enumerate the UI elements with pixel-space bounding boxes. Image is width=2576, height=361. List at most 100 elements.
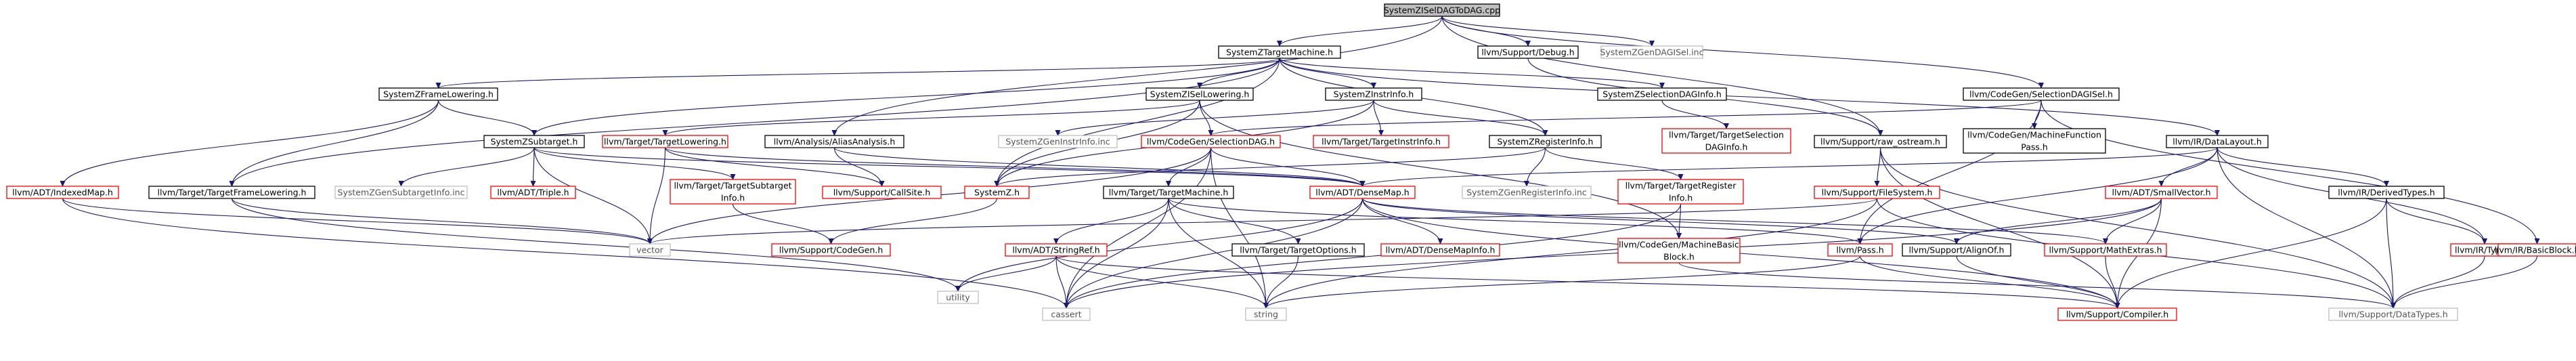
edge-derivedtypes-to-type (2386, 198, 2487, 245)
node-cgmfpass-label: llvm/CodeGen/MachineFunction (1967, 130, 2101, 140)
edge-ttm-to-stringref (1053, 198, 1169, 245)
node-isellowering-box (1145, 87, 1254, 101)
node-alignof[interactable]: llvm/Support/AlignOf.h (1902, 243, 2011, 257)
edge-stringref-to-string (1055, 255, 1269, 309)
edge-type-to-datatypes (2391, 255, 2485, 309)
node-basicblock[interactable]: llvm/IR/BasicBlock.h (2494, 243, 2576, 257)
node-aa[interactable]: llvm/Analysis/AliasAnalysis.h (764, 135, 904, 148)
node-framelowering[interactable]: SystemZFrameLowering.h (378, 87, 498, 101)
node-cgseldagisel[interactable]: llvm/CodeGen/SelectionDAGISel.h (1963, 87, 2120, 101)
node-mathextras-label: llvm/Support/MathExtras.h (2049, 245, 2162, 255)
node-reginfo[interactable]: SystemZRegisterInfo.h (1489, 135, 1602, 148)
node-cgseldag[interactable]: llvm/CodeGen/SelectionDAG.h (1141, 135, 1281, 148)
edge-reginfo-to-tregisterinfo (1544, 147, 1684, 180)
node-seldaginfo[interactable]: SystemZSelectionDAGInfo.h (1597, 87, 1727, 101)
edge-derivedtypes-to-compiler (2114, 198, 2387, 309)
node-string-box (1245, 307, 1287, 321)
node-tseldaginfo-label: DAGInfo.h (1705, 142, 1748, 152)
node-callsite[interactable]: llvm/Support/CallSite.h (822, 186, 942, 199)
node-filesystem[interactable]: llvm/Support/FileSystem.h (1814, 186, 1940, 199)
edge-alignof-to-compiler (1956, 255, 2120, 309)
edge-subtarget-to-vector (533, 147, 653, 245)
node-genreginfo: SystemZGenRegisterInfo.inc (1462, 186, 1592, 199)
edge-stringref-to-compiler (1055, 255, 2120, 309)
node-targetoptions[interactable]: llvm/Target/TargetOptions.h (1231, 243, 1365, 257)
edge-root-to-rawostream (1441, 16, 1883, 136)
node-subtarget-label: SystemZSubtarget.h (491, 137, 578, 147)
node-tlowering[interactable]: llvm/Target/TargetLowering.h (602, 135, 728, 148)
node-tframelowering-box (148, 186, 315, 199)
edge-densemap-to-densemapinfo (1361, 198, 1443, 245)
node-rawostream[interactable]: llvm/Support/raw_ostream.h (1814, 135, 1947, 148)
edge-tframelowering-to-utility (231, 198, 961, 292)
node-mathextras[interactable]: llvm/Support/MathExtras.h (2044, 243, 2167, 257)
node-tframelowering[interactable]: llvm/Target/TargetFrameLowering.h (148, 186, 315, 199)
node-indexedmap[interactable]: llvm/ADT/IndexedMap.h (6, 186, 119, 199)
edge-ttm-to-cassert (1064, 198, 1169, 309)
edge-smallvector-to-cassert (1064, 198, 2162, 309)
node-tinstrinfo[interactable]: llvm/Target/TargetInstrInfo.h (1313, 135, 1449, 148)
node-densemapinfo[interactable]: llvm/ADT/DenseMapInfo.h (1380, 243, 1500, 257)
edge-tlowering-to-densemap (664, 147, 1366, 187)
node-tsubtargetinfo-box (670, 179, 796, 205)
node-codegenh[interactable]: llvm/Support/CodeGen.h (771, 243, 891, 257)
node-tinstrinfo-label: llvm/Target/TargetInstrInfo.h (1322, 137, 1441, 147)
node-ttm[interactable]: llvm/Target/TargetMachine.h (1103, 186, 1234, 199)
node-alignof-label: llvm/Support/AlignOf.h (1909, 245, 2005, 255)
edge-basicblock-to-datatypes (2391, 255, 2538, 309)
node-debug[interactable]: llvm/Support/Debug.h (1477, 45, 1579, 59)
edge-ttm-to-targetoptions (1168, 198, 1301, 245)
edge-cgseldag-to-string (1210, 147, 1269, 309)
edge-tlowering-to-callsite (664, 147, 885, 187)
node-smallvector-box (2105, 186, 2218, 199)
node-datalayout[interactable]: llvm/IR/DataLayout.h (2166, 135, 2269, 148)
node-seldaginfo-label: SystemZSelectionDAGInfo.h (1602, 89, 1722, 100)
node-tsubtargetinfo-label: Info.h (721, 193, 745, 203)
node-tregisterinfo-label: Info.h (1669, 193, 1693, 203)
node-stringref-label: llvm/ADT/StringRef.h (1012, 245, 1099, 255)
node-gensubtargetinfo-box (334, 186, 468, 199)
node-subtarget[interactable]: SystemZSubtarget.h (483, 135, 585, 148)
node-gensubtargetinfo-label: SystemZGenSubtargetInfo.inc (338, 188, 465, 198)
node-layer: SystemZISelDAGToDAG.cppSystemZTargetMach… (6, 3, 2576, 321)
node-pass[interactable]: llvm/Pass.h (1827, 243, 1893, 257)
node-tinstrinfo-box (1313, 135, 1449, 148)
node-cgmfpass-box (1963, 128, 2106, 154)
node-cgseldag-box (1141, 135, 1281, 148)
node-root[interactable]: SystemZISelDAGToDAG.cpp (1384, 3, 1500, 17)
node-datatypes-box (2328, 307, 2458, 321)
node-utility-label: utility (946, 293, 970, 303)
node-stringref[interactable]: llvm/ADT/StringRef.h (1005, 243, 1108, 257)
edge-reginfo-to-systemzh (994, 147, 1546, 187)
node-instrinfo[interactable]: SystemZInstrInfo.h (1325, 87, 1422, 101)
node-cassert-label: cassert (1051, 310, 1081, 320)
node-tm[interactable]: SystemZTargetMachine.h (1218, 45, 1341, 59)
edge-tm-to-seldaginfo (1279, 58, 1665, 89)
node-codegenh-label: llvm/Support/CodeGen.h (779, 245, 883, 255)
edge-cgseldag-to-cassert (1064, 147, 1212, 309)
edge-tregisterinfo-to-cgmbb (1676, 203, 1682, 239)
node-tlowering-label: llvm/Target/TargetLowering.h (604, 137, 726, 147)
node-systemzh[interactable]: SystemZ.h (964, 186, 1030, 199)
node-datalayout-box (2166, 135, 2269, 148)
edge-ttm-to-string (1168, 198, 1269, 309)
node-densemap[interactable]: llvm/ADT/DenseMap.h (1309, 186, 1416, 199)
edge-indexedmap-to-vector (62, 198, 653, 245)
node-smallvector[interactable]: llvm/ADT/SmallVector.h (2105, 186, 2218, 199)
node-tsubtargetinfo-label: llvm/Target/TargetSubtarget (674, 181, 791, 191)
node-cgmbb-box (1617, 238, 1741, 263)
node-isellowering[interactable]: SystemZISelLowering.h (1145, 87, 1254, 101)
node-derivedtypes[interactable]: llvm/IR/DerivedTypes.h (2328, 186, 2445, 199)
node-genreginfo-label: SystemZGenRegisterInfo.inc (1466, 188, 1587, 198)
node-tseldaginfo-label: llvm/Target/TargetSelection (1669, 130, 1784, 140)
edge-framelowering-to-subtarget (437, 100, 537, 136)
node-genreginfo-box (1462, 186, 1592, 199)
node-triple[interactable]: llvm/ADT/Triple.h (490, 186, 576, 199)
node-compiler[interactable]: llvm/Support/Compiler.h (2057, 307, 2177, 321)
edge-datalayout-to-derivedtypes (2217, 147, 2389, 187)
